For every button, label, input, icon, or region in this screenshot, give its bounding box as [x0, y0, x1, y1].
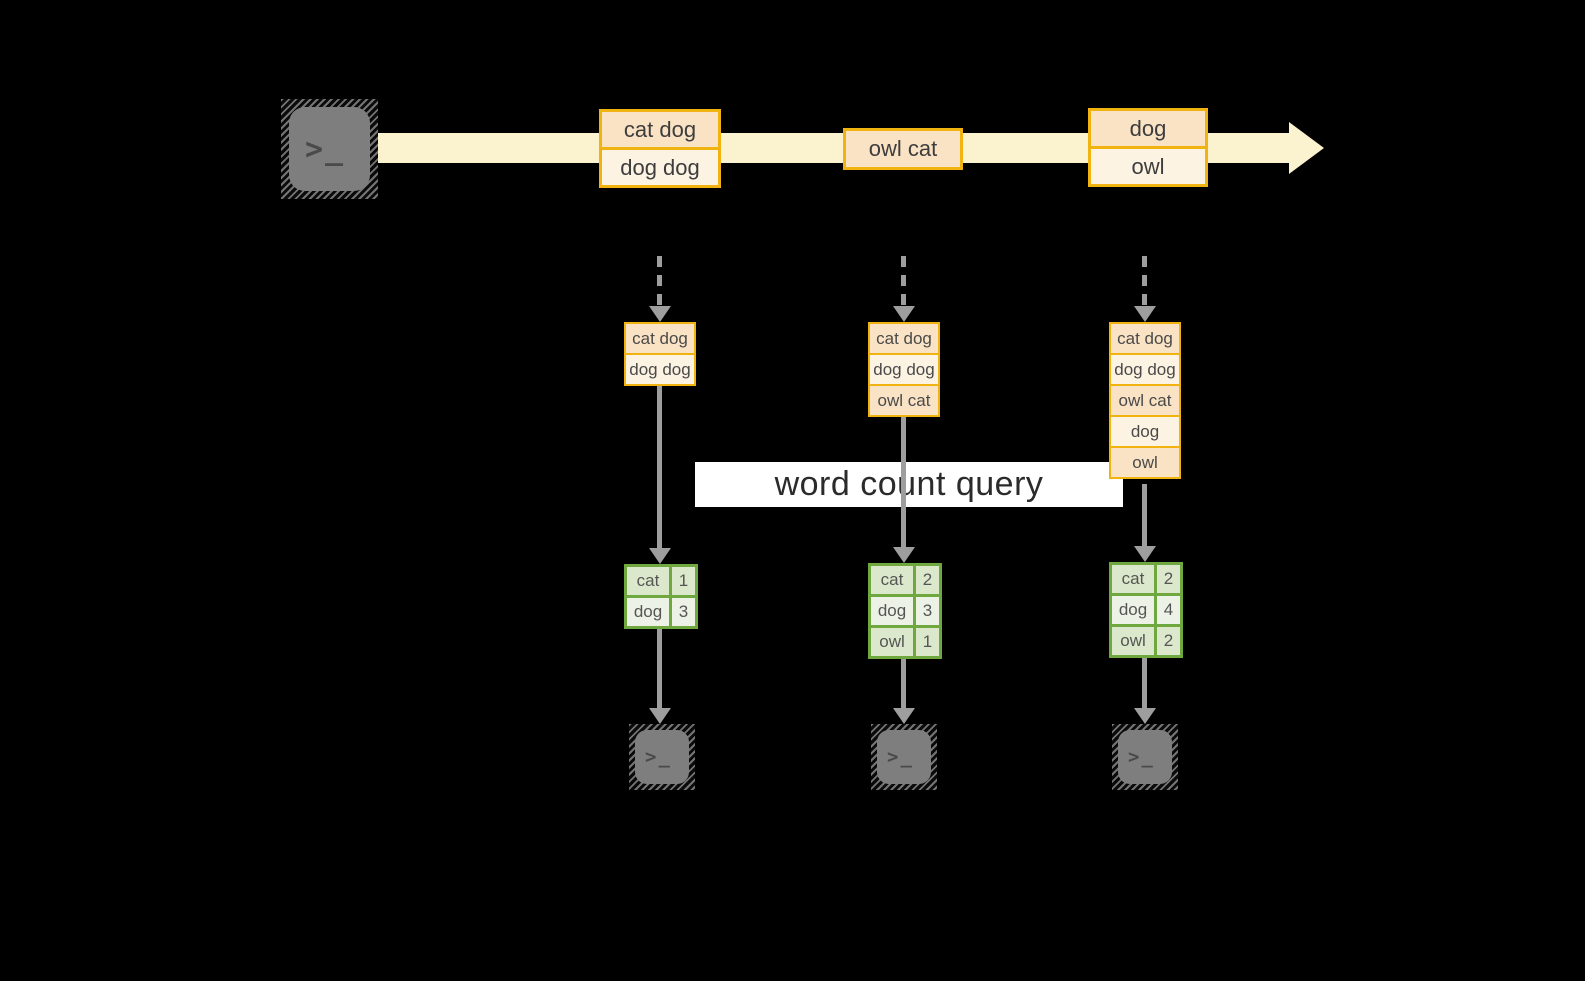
result-table-1: cat 1 dog 3 — [624, 564, 698, 629]
flow-arrow-head-icon — [1134, 546, 1156, 562]
batch-item: cat dog — [1111, 324, 1179, 353]
batch-item: cat dog — [626, 324, 694, 353]
query-label: word count query — [774, 465, 1044, 503]
terminal-body: >_ — [1118, 730, 1172, 784]
batch-item: dog dog — [1111, 355, 1179, 384]
terminal-prompt-glyph: >_ — [645, 746, 672, 768]
flow-arrow-line — [1142, 658, 1147, 708]
batch-item: cat dog — [870, 324, 938, 353]
stream-event-1: cat dog dog dog — [599, 109, 721, 188]
source-terminal-icon: >_ — [281, 99, 378, 199]
flow-arrow-head-icon — [893, 547, 915, 563]
flow-arrow-head-icon — [893, 708, 915, 724]
dashed-arrow-line — [657, 256, 662, 306]
word-cell: cat — [627, 567, 669, 595]
count-cell: 1 — [672, 567, 695, 595]
terminal-body: >_ — [635, 730, 689, 784]
dashed-arrow-line — [1142, 256, 1147, 306]
word-cell: cat — [871, 566, 913, 594]
count-cell: 4 — [1157, 596, 1180, 624]
terminal-prompt-glyph: >_ — [1128, 746, 1155, 768]
event-line: cat dog — [602, 112, 718, 147]
dashed-arrow-head-icon — [893, 306, 915, 322]
event-line: dog dog — [602, 150, 718, 185]
terminal-body: >_ — [877, 730, 931, 784]
stream-arrowhead-icon — [1289, 122, 1324, 174]
terminal-prompt-glyph: >_ — [305, 131, 346, 167]
count-cell: 1 — [916, 628, 939, 656]
flow-arrow-head-icon — [1134, 708, 1156, 724]
event-line: owl — [1091, 149, 1205, 184]
count-cell: 2 — [1157, 627, 1180, 655]
word-cell: owl — [871, 628, 913, 656]
batch-item: dog — [1111, 417, 1179, 446]
dashed-arrow-head-icon — [649, 306, 671, 322]
dashed-arrow-line — [901, 256, 906, 306]
stream-event-2: owl cat — [843, 128, 963, 170]
micro-batch-1: cat dog dog dog — [624, 322, 696, 386]
flow-arrow-line — [657, 629, 662, 708]
word-cell: dog — [871, 597, 913, 625]
event-line: owl cat — [846, 131, 960, 167]
flow-arrow-head-icon — [649, 708, 671, 724]
count-cell: 3 — [916, 597, 939, 625]
word-cell: dog — [1112, 596, 1154, 624]
terminal-body: >_ — [289, 107, 370, 191]
word-cell: owl — [1112, 627, 1154, 655]
count-cell: 2 — [916, 566, 939, 594]
stream-event-3: dog owl — [1088, 108, 1208, 187]
query-label-band: word count query — [695, 462, 1123, 507]
batch-item: owl cat — [1111, 386, 1179, 415]
sink-terminal-icon-3: >_ — [1112, 724, 1178, 790]
result-table-3: cat 2 dog 4 owl 2 — [1109, 562, 1183, 658]
flow-arrow-head-icon — [649, 548, 671, 564]
batch-item: dog dog — [870, 355, 938, 384]
flow-arrow-line — [901, 659, 906, 708]
result-table-2: cat 2 dog 3 owl 1 — [868, 563, 942, 659]
terminal-prompt-glyph: >_ — [887, 746, 914, 768]
sink-terminal-icon-1: >_ — [629, 724, 695, 790]
micro-batch-3: cat dog dog dog owl cat dog owl — [1109, 322, 1181, 479]
batch-item: dog dog — [626, 355, 694, 384]
batch-item: owl cat — [870, 386, 938, 415]
event-line: dog — [1091, 111, 1205, 146]
word-cell: dog — [627, 598, 669, 626]
flow-arrow-line — [1142, 484, 1147, 546]
sink-terminal-icon-2: >_ — [871, 724, 937, 790]
count-cell: 2 — [1157, 565, 1180, 593]
word-cell: cat — [1112, 565, 1154, 593]
micro-batch-2: cat dog dog dog owl cat — [868, 322, 940, 417]
flow-arrow-line — [901, 417, 906, 547]
flow-arrow-line — [657, 386, 662, 548]
dashed-arrow-head-icon — [1134, 306, 1156, 322]
batch-item: owl — [1111, 448, 1179, 477]
count-cell: 3 — [672, 598, 695, 626]
